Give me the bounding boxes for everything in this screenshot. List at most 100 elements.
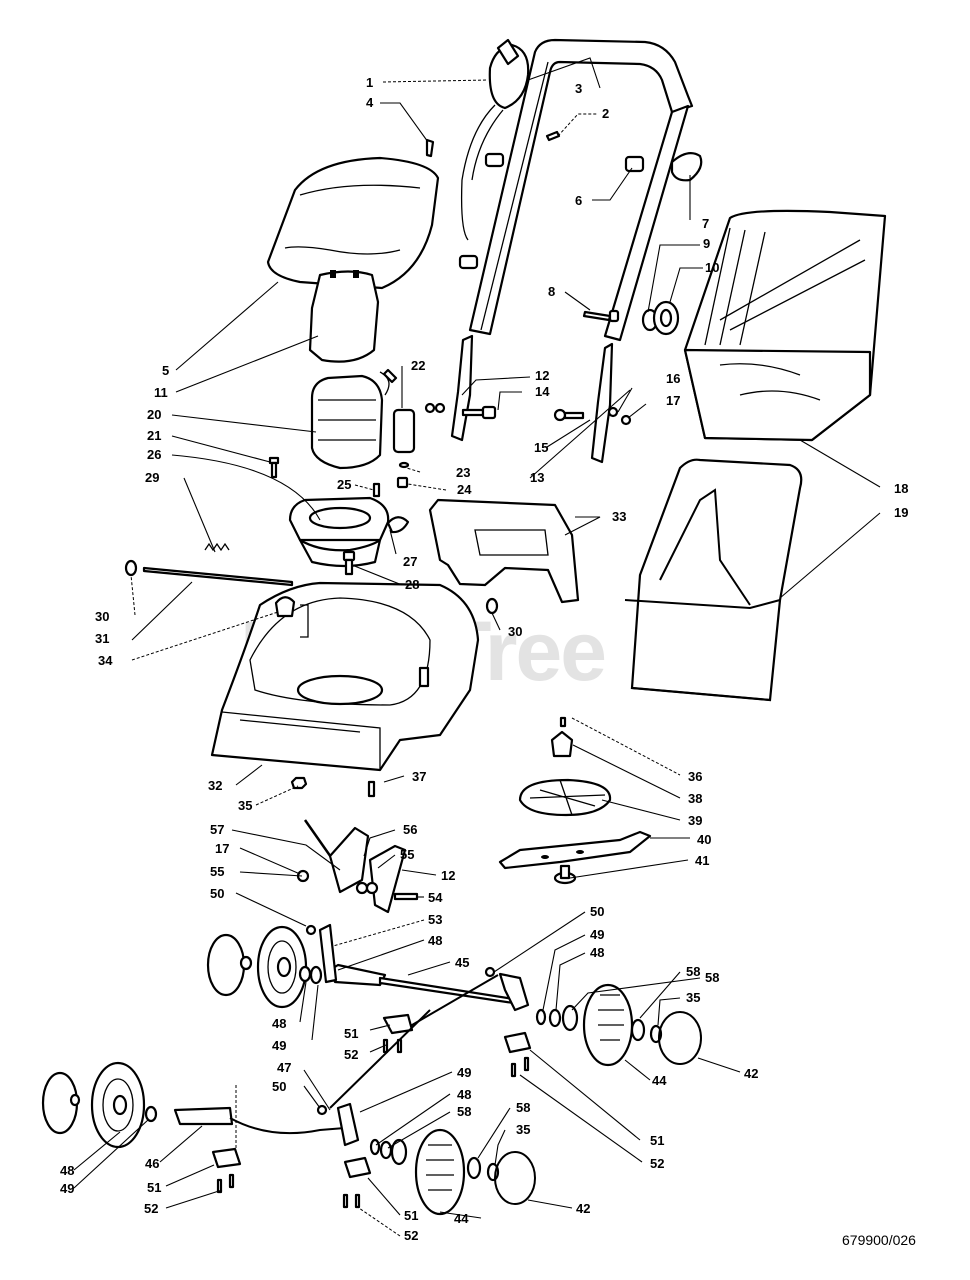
callout-42: 42 xyxy=(744,1066,758,1081)
part-wheel-left-upper xyxy=(206,925,323,1009)
callout-13: 13 xyxy=(530,470,544,485)
callout-51: 51 xyxy=(344,1026,358,1041)
callout-44: 44 xyxy=(652,1073,667,1088)
callout-3: 3 xyxy=(575,81,582,96)
drawing-reference-number: 679900/026 xyxy=(842,1232,916,1248)
callout-48-b: 48 xyxy=(590,945,604,960)
part-axle-rear xyxy=(211,1009,431,1209)
callout-50-b: 50 xyxy=(590,904,604,919)
part-capacitor xyxy=(392,408,416,469)
part-washers-9-10 xyxy=(641,300,680,336)
callout-4: 4 xyxy=(366,95,374,110)
callout-35-b: 35 xyxy=(686,990,700,1005)
callout-48-c: 48 xyxy=(272,1016,286,1031)
callout-31: 31 xyxy=(95,631,109,646)
part-axle-front xyxy=(318,923,530,1033)
part-clip-bolt xyxy=(342,516,410,576)
part-mower-deck xyxy=(210,581,480,772)
callout-12-b: 12 xyxy=(441,868,455,883)
part-rear-flap xyxy=(428,498,580,604)
part-switch-box xyxy=(460,38,530,241)
callout-54: 54 xyxy=(428,890,443,905)
part-blade-assembly xyxy=(498,716,652,885)
callout-17-b: 17 xyxy=(215,841,229,856)
callout-30-b: 30 xyxy=(508,624,522,639)
callout-5: 5 xyxy=(162,363,169,378)
part-grass-bag-frame xyxy=(624,458,803,702)
callout-25: 25 xyxy=(337,477,351,492)
callout-29: 29 xyxy=(145,470,159,485)
callout-49-d: 49 xyxy=(60,1181,74,1196)
callout-1: 1 xyxy=(366,75,373,90)
callout-8: 8 xyxy=(548,284,555,299)
callout-9: 9 xyxy=(703,236,710,251)
callout-53: 53 xyxy=(428,912,442,927)
callout-55: 55 xyxy=(400,847,414,862)
callout-46: 46 xyxy=(145,1156,159,1171)
callout-42-b: 42 xyxy=(576,1201,590,1216)
callout-51-d: 51 xyxy=(404,1208,418,1223)
callout-57: 57 xyxy=(210,822,224,837)
callout-56: 56 xyxy=(403,822,417,837)
callout-58-d: 58 xyxy=(516,1100,530,1115)
callout-41: 41 xyxy=(695,853,709,868)
callout-37: 37 xyxy=(412,769,426,784)
callout-47: 47 xyxy=(277,1060,291,1075)
part-washer-30 xyxy=(485,597,499,615)
callout-38: 38 xyxy=(688,791,702,806)
callout-18: 18 xyxy=(894,481,908,496)
callout-50: 50 xyxy=(210,886,224,901)
callout-labels: 1 2 3 4 5 6 7 8 9 10 11 12 13 14 15 16 1… xyxy=(60,75,908,1243)
callout-51-c: 51 xyxy=(147,1180,161,1195)
callout-33: 33 xyxy=(612,509,626,524)
callout-44-b: 44 xyxy=(454,1211,469,1226)
callout-27: 27 xyxy=(403,554,417,569)
part-wheel-right-upper xyxy=(535,983,702,1067)
callout-10: 10 xyxy=(705,260,719,275)
callout-49: 49 xyxy=(590,927,604,942)
callout-52: 52 xyxy=(344,1047,358,1062)
callout-49-c: 49 xyxy=(457,1065,471,1080)
part-grass-bag xyxy=(683,209,887,442)
callout-17: 17 xyxy=(666,393,680,408)
callout-21: 21 xyxy=(147,428,161,443)
callout-55-b: 55 xyxy=(210,864,224,879)
callout-39: 39 xyxy=(688,813,702,828)
callout-48-e: 48 xyxy=(60,1163,74,1178)
part-motor xyxy=(310,368,398,470)
callout-50-c: 50 xyxy=(272,1079,286,1094)
callout-36: 36 xyxy=(688,769,702,784)
part-handle-brackets xyxy=(424,334,632,464)
callout-22: 22 xyxy=(411,358,425,373)
callout-6: 6 xyxy=(575,193,582,208)
part-small-screws xyxy=(268,456,409,498)
callout-15: 15 xyxy=(534,440,548,455)
callout-26: 26 xyxy=(147,447,161,462)
part-deck-fasteners xyxy=(290,776,376,798)
callout-35: 35 xyxy=(238,798,252,813)
callout-48-d: 48 xyxy=(457,1087,471,1102)
part-knob xyxy=(670,151,703,182)
callout-12: 12 xyxy=(535,368,549,383)
part-motor-cover xyxy=(266,156,440,290)
part-wheel-right-lower xyxy=(369,1128,536,1216)
callout-16: 16 xyxy=(666,371,680,386)
callout-14: 14 xyxy=(535,384,550,399)
callout-34: 34 xyxy=(98,653,113,668)
callout-52-d: 52 xyxy=(404,1228,418,1243)
part-motor-flange xyxy=(288,496,390,568)
callout-2: 2 xyxy=(602,106,609,121)
callout-35-c: 35 xyxy=(516,1122,530,1137)
callout-45: 45 xyxy=(455,955,469,970)
callout-30: 30 xyxy=(95,609,109,624)
callout-24: 24 xyxy=(457,482,472,497)
callout-48: 48 xyxy=(428,933,442,948)
leader-lines xyxy=(73,57,881,1237)
part-height-adjuster xyxy=(296,819,419,936)
callout-32: 32 xyxy=(208,778,222,793)
callout-52-b: 52 xyxy=(650,1156,664,1171)
callout-58-b: 58 xyxy=(705,970,719,985)
callout-20: 20 xyxy=(147,407,161,422)
callout-58: 58 xyxy=(686,964,700,979)
